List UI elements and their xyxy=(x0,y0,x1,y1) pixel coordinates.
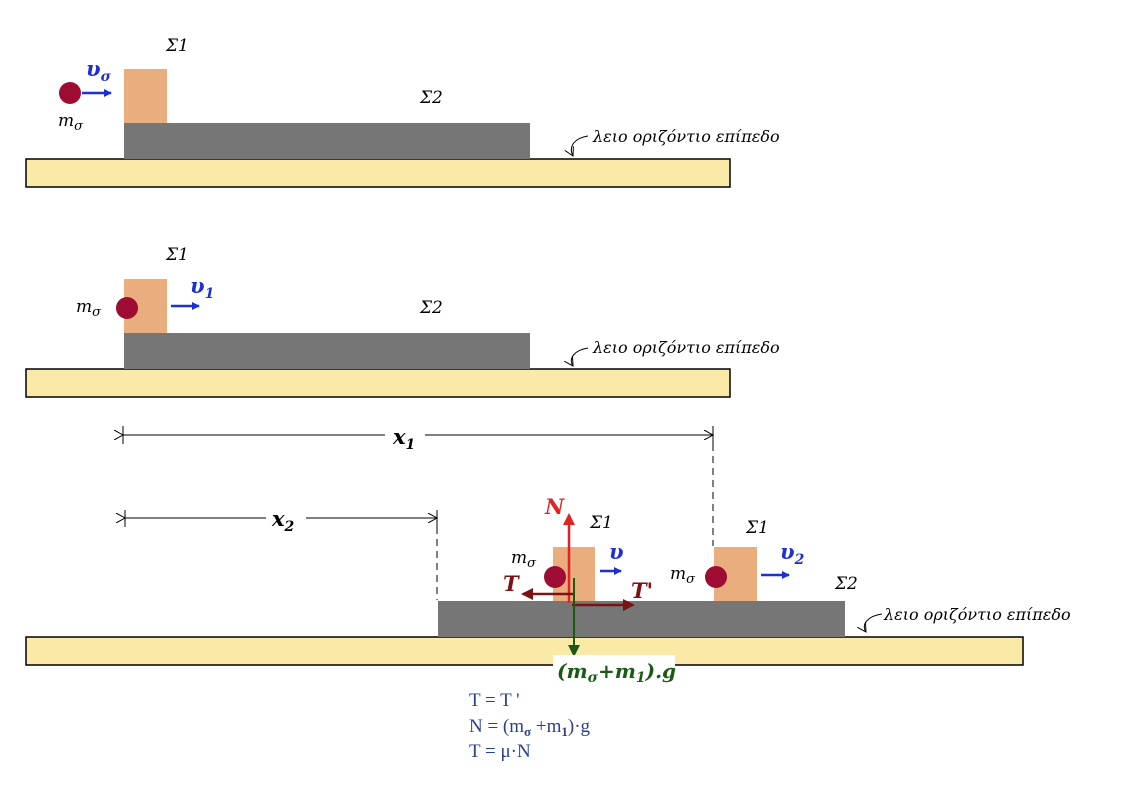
weight-label: (mσ+m1).g xyxy=(557,659,676,686)
velocity-label-v2: υ2 xyxy=(780,539,805,568)
label-sigma1-1: Σ1 xyxy=(165,36,189,56)
scene-3: mσ Σ1 υ N T T' (mσ+m1).g mσ Σ1 υ2 Σ2 λει… xyxy=(25,494,1071,686)
mass-label-m-sigma-2: mσ xyxy=(76,297,102,320)
velocity-label-v1: υ1 xyxy=(190,273,214,302)
dimension-label-x2: x2 xyxy=(271,506,295,535)
dimension-label-x1: x1 xyxy=(392,424,415,453)
friction-label-T-prime: T' xyxy=(631,578,653,603)
surface-pointer-2 xyxy=(571,347,589,366)
bullet-ball-middle xyxy=(544,566,566,588)
equation-1: T = T ' xyxy=(469,690,520,711)
velocity-label-v: υ xyxy=(609,539,624,564)
block-sigma1-1 xyxy=(124,69,167,123)
mass-label-m-sigma-final: mσ xyxy=(670,564,696,587)
bullet-ball-2 xyxy=(116,297,138,319)
equations-block: T = T ' N = (mσ +m1)·g T = μ·N xyxy=(469,690,591,762)
label-sigma2-2: Σ2 xyxy=(419,298,443,318)
bullet-ball-final xyxy=(705,566,727,588)
equation-2: N = (mσ +m1)·g xyxy=(469,716,591,739)
mass-label-m-sigma-middle: mσ xyxy=(511,548,537,571)
scene-2: υ1 mσ Σ1 Σ2 λειο οριζόντιο επίπεδο xyxy=(25,245,780,398)
mass-label-m-sigma-1: mσ xyxy=(58,111,84,134)
ground-plane-2 xyxy=(25,368,731,398)
label-sigma2-3: Σ2 xyxy=(834,574,858,594)
surface-label-2: λειο οριζόντιο επίπεδο xyxy=(592,338,780,357)
surface-pointer-3 xyxy=(864,613,883,632)
ground-plane-1 xyxy=(25,158,731,188)
label-sigma2-1: Σ2 xyxy=(419,88,443,108)
label-sigma1-final: Σ1 xyxy=(745,518,769,538)
velocity-label-v-sigma: υσ xyxy=(86,56,112,85)
bullet-ball-1 xyxy=(59,82,81,104)
slab-sigma2-3 xyxy=(438,601,845,637)
dimension-x1: x1 xyxy=(123,422,713,546)
slab-sigma2-1 xyxy=(124,123,530,159)
equation-3: T = μ·N xyxy=(469,741,531,762)
friction-label-T: T xyxy=(503,571,520,596)
dimension-x2: x2 xyxy=(125,506,437,600)
label-sigma1-middle: Σ1 xyxy=(589,513,613,533)
ground-plane-3 xyxy=(25,636,1024,666)
scene-1: υσ mσ Σ1 Σ2 λειο οριζόντιο επίπεδο xyxy=(25,36,780,188)
slab-sigma2-2 xyxy=(124,333,530,369)
surface-label-1: λειο οριζόντιο επίπεδο xyxy=(592,127,780,146)
surface-label-3: λειο οριζόντιο επίπεδο xyxy=(883,605,1071,624)
normal-force-label: N xyxy=(544,494,565,519)
surface-pointer-1 xyxy=(571,135,589,156)
label-sigma1-2: Σ1 xyxy=(165,245,189,265)
